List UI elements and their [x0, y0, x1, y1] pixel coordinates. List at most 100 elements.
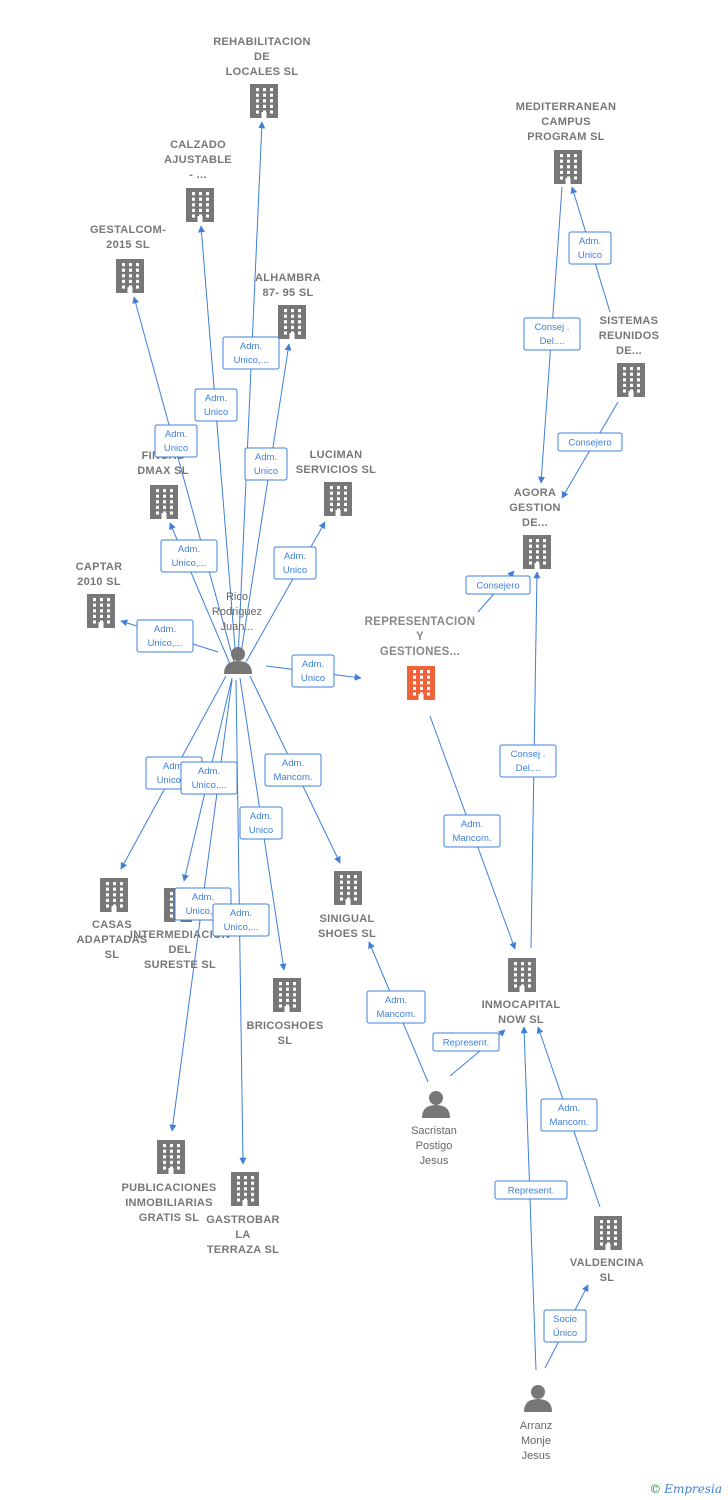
node-label-line: Juan... [220, 621, 253, 633]
node-inmocapital[interactable]: INMOCAPITAL NOW SL [482, 958, 561, 1026]
edge-label-text: Adm. [154, 624, 176, 635]
node-label-line: DEL [169, 944, 192, 956]
footer-brand[interactable]: ©Empresia [649, 1482, 722, 1496]
edge-label-box [273, 546, 317, 580]
node-calzado[interactable]: CALZADOAJUSTABLE- ... [164, 139, 232, 222]
edge-label-rico-to-rehab[interactable]: Adm.Unico,... [222, 336, 280, 370]
edge-label-box [465, 575, 531, 595]
node-label-line: VALDENCINA [570, 1257, 644, 1269]
node-label-line: LOCALES SL [226, 66, 299, 78]
edge-label-rico-to-intermediacion[interactable]: Adm.Unico,... [180, 761, 238, 795]
edge-rico-to-calzado [198, 225, 237, 661]
node-label-line: Monje [521, 1435, 551, 1447]
edge-label-rico-to-gestalcom[interactable]: Adm.Unico [154, 424, 198, 458]
person-icon [524, 1385, 552, 1412]
node-label-line: GASTROBAR [206, 1214, 280, 1226]
edge-label-rico-to-bricoshoes[interactable]: Adm. Unico [239, 806, 283, 840]
edge-label-text: Unico [249, 825, 273, 836]
edge-label-rico-to-representacion[interactable]: Adm.Unico [291, 654, 335, 688]
edge-label-rico-to-sinigual[interactable]: Adm.Mancom. [264, 753, 322, 787]
building-icon [554, 150, 582, 184]
edge-label-text: Mancom. [273, 772, 312, 783]
edge-label-text: Único [553, 1328, 577, 1339]
edge-label-box [568, 231, 612, 265]
node-label-line: SURESTE SL [144, 959, 216, 971]
edge-labels-layer: Adm.Unico,...Adm.UnicoAdm.UnicoAdm.Unico… [136, 231, 623, 1343]
edge-label-text: Adm. [255, 452, 277, 463]
node-label-line: MEDITERRANEAN [516, 101, 616, 113]
node-label-line: AJUSTABLE [164, 154, 232, 166]
edge-label-sistemas-to-agora[interactable]: Consejero [557, 432, 623, 452]
building-icon [157, 1140, 185, 1174]
edge-label-text: Adm. [230, 908, 252, 919]
edge-rico-to-gestalcom [132, 296, 235, 663]
edge-label-rico-to-gastrobar[interactable]: Adm.Unico,... [212, 903, 270, 937]
node-label-line: INMOBILIARIAS [125, 1197, 213, 1209]
node-label-line: NOW SL [498, 1014, 544, 1026]
node-finca[interactable]: FINCASDMAX SL [137, 450, 189, 519]
edge-label-box [557, 432, 623, 452]
edge-label-text: Adm. [198, 766, 220, 777]
edge-label-sacristan-to-sinigual[interactable]: Adm.Mancom. [366, 990, 426, 1024]
node-label-line: PROGRAM SL [527, 131, 605, 143]
node-label-line: SHOES SL [318, 928, 376, 940]
edge-label-sistemas-to-mediterranean[interactable]: Adm.Unico [568, 231, 612, 265]
node-label-line: CAMPUS [541, 116, 590, 128]
node-label-line: AGORA [514, 487, 556, 499]
node-mediterranean[interactable]: MEDITERRANEAN CAMPUS PROGRAM SL [516, 101, 616, 184]
edge-label-representacion-to-inmocapital[interactable]: Adm.Mancom. [443, 814, 501, 848]
copyright-symbol: © [649, 1482, 662, 1496]
edge-label-valdencina-to-inmocapital[interactable]: Adm.Mancom. [540, 1098, 598, 1132]
edge-label-text: Adm. [250, 811, 272, 822]
edge-label-agora-to-mediterranean[interactable]: Consej . Del.... [523, 317, 581, 351]
node-sistemas[interactable]: SISTEMASREUNIDOSDE... [599, 315, 659, 397]
edge-label-rico-to-calzado[interactable]: Adm.Unico [194, 388, 238, 422]
node-label-line: INMOCAPITAL [482, 999, 561, 1011]
edge-label-arranz-to-inmocapital[interactable]: Represent. [494, 1180, 568, 1200]
building-icon [594, 1216, 622, 1250]
edge-label-box [523, 317, 581, 351]
node-label-line: Rodriguez [212, 606, 262, 618]
edge-label-rico-to-alhambra[interactable]: Adm.Unico [244, 447, 288, 481]
edge-label-sacristan-to-inmocapital[interactable]: Represent. [432, 1032, 500, 1052]
node-agora[interactable]: AGORAGESTIONDE... [509, 487, 561, 569]
node-label-line: Jesus [522, 1450, 551, 1462]
node-label-line: INTERMEDIACION [130, 929, 230, 941]
node-label-line: GESTION [509, 502, 561, 514]
edge-label-text: Consej . [535, 322, 570, 333]
edge-label-inmocapital-to-agora[interactable]: Consej .Del.... [499, 744, 557, 778]
edge-label-rico-to-captar[interactable]: Adm. Unico,... [136, 619, 194, 653]
edge-label-text: Mancom. [452, 833, 491, 844]
node-representacion[interactable]: REPRESENTACIONYGESTIONES... [365, 616, 476, 700]
edge-label-rico-to-luciman[interactable]: Adm.Unico [273, 546, 317, 580]
building-icon [407, 666, 435, 700]
edge-label-text: Unico,... [186, 906, 221, 917]
edge-label-text: Del.... [540, 336, 565, 347]
edge-label-representacion-to-agora[interactable]: Consejero [465, 575, 531, 595]
edge-label-text: Adm. [165, 429, 187, 440]
edge-label-text: Unico,... [148, 638, 183, 649]
edge-label-text: Unico,... [234, 355, 269, 366]
edge-label-rico-to-finca[interactable]: Adm.Unico,... [160, 539, 218, 573]
edge-label-box [543, 1309, 587, 1343]
edge-label-text: Mancom. [549, 1117, 588, 1128]
node-label-line: TERRAZA SL [207, 1244, 279, 1256]
building-icon [617, 363, 645, 397]
node-label-line: SISTEMAS [600, 315, 659, 327]
node-gestalcom[interactable]: GESTALCOM-2015 SL [90, 224, 166, 293]
node-rico[interactable]: RicoRodriguezJuan... [212, 591, 262, 674]
